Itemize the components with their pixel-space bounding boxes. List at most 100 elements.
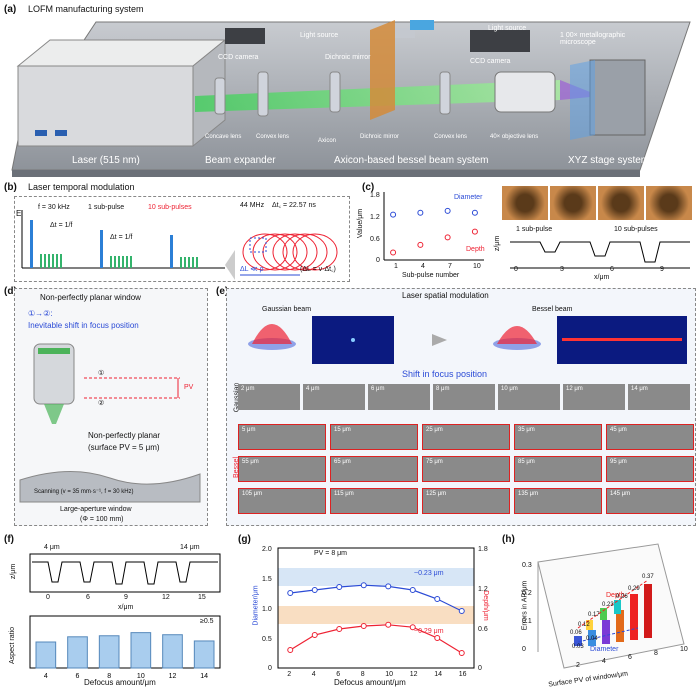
h-ztick: 0.1	[522, 618, 532, 625]
bessel-cell: 105 μm	[238, 488, 326, 514]
dt-label-2: Δt = 1/f	[110, 234, 133, 241]
d-mark-2: ②	[98, 400, 105, 407]
gauss-cell-label: 14 μm	[631, 386, 648, 392]
f-category-0: 4	[44, 673, 48, 680]
g-point-1-2	[336, 626, 343, 632]
crater-3	[598, 186, 644, 220]
objective-illustration	[19, 343, 201, 503]
crater-1	[502, 186, 548, 220]
g-y2label: Depth/μm	[481, 590, 489, 621]
panel-b-label: (b)	[4, 182, 17, 193]
h-diam: Diameter	[590, 646, 619, 653]
gauss-cell: 6 μm	[368, 384, 430, 410]
mhz-label: 44 MHz	[240, 202, 265, 209]
beam-profiles	[248, 316, 687, 364]
g-point-1-1	[311, 632, 318, 638]
panel-e-label: (e)	[216, 286, 229, 297]
c-xtick2-1: 3	[560, 266, 564, 273]
d-np: Non-perfectly planar	[88, 431, 161, 440]
d-title: Non-perfectly planar window	[40, 293, 141, 302]
gauss-cell-label: 6 μm	[371, 386, 385, 392]
g-y2tick-3: 0	[478, 665, 482, 672]
bessel-cell: 145 μm	[606, 488, 694, 514]
part-dichroic-mirror-2: Dichroic mirror	[360, 134, 399, 140]
part-ccd-camera-1: CCD camera	[218, 54, 259, 61]
part-microscope: 1 00× metallographic microscope	[560, 32, 626, 46]
bessel-cell: 135 μm	[514, 488, 602, 514]
e-axis-label: E	[16, 209, 22, 218]
panel-c: (c) Value/μm Sub-pulse number 1.8 1.2 0.…	[354, 180, 700, 282]
g-ytick-0: 2.0	[262, 546, 272, 553]
panel-d: (d) Non-perfectly planar window ①→②: Ine…	[0, 284, 210, 530]
caption-beam-expander: Beam expander	[205, 155, 276, 166]
f-category-3: 10	[137, 673, 145, 680]
c-z-label: z/μm	[494, 235, 502, 252]
gauss-cell-label: 8 μm	[436, 386, 450, 392]
panel-g: (g) Diameter/μm Depth/μm Defocus amount/…	[234, 532, 496, 689]
e-title: Laser spatial modulation	[402, 291, 489, 300]
c-ytick-2: 0.6	[370, 236, 380, 243]
g-point-0-0	[287, 590, 294, 596]
part-convex-lens-2: Convex lens	[434, 134, 468, 140]
g-y2tick-2: 0.6	[478, 626, 488, 633]
crater-2	[550, 186, 596, 220]
f-xtick-4: 15	[198, 594, 206, 601]
bessel-cell-label: 105 μm	[242, 491, 263, 497]
g-xtick: 2	[287, 671, 292, 678]
gauss-cell-label: 2 μm	[241, 386, 255, 392]
c-point-0-2	[444, 207, 451, 214]
bessel-cell: 65 μm	[330, 456, 418, 482]
bessel-cell: 85 μm	[514, 456, 602, 482]
dtc-label: Δt꜀ = 22.57 ns	[272, 202, 316, 209]
bessel-cell-label: 5 μm	[242, 427, 256, 433]
temporal-box	[14, 196, 350, 282]
panel-h: (h) Errors in AR/μm Surface PV of window…	[498, 532, 700, 689]
d-mark-1: ①	[98, 370, 105, 377]
d-scan: Scanning (v = 35 mm·s⁻¹, f = 30 kHz)	[34, 489, 134, 495]
g-point-0-3	[360, 582, 367, 589]
gauss-cell-label: 10 μm	[501, 386, 518, 392]
h-xtick: 2	[576, 662, 580, 669]
pulse-train	[21, 210, 338, 280]
lofm-system-illustration	[11, 20, 691, 177]
c-point-0-3	[471, 209, 478, 216]
gauss-cell: 12 μm	[563, 384, 625, 410]
bessel-cell: 125 μm	[422, 488, 510, 514]
f-z: z/μm	[10, 563, 18, 580]
g-point-0-7	[458, 608, 465, 614]
crater-4	[646, 186, 692, 220]
g-xlabel: Defocus amount/μm	[334, 678, 406, 687]
g-xtick: 8	[360, 671, 365, 678]
bessel-cell-label: 135 μm	[518, 491, 539, 497]
g-point-0-4	[385, 583, 392, 590]
g-point-0-2	[336, 584, 343, 590]
bessel-cell-label: 95 μm	[610, 459, 627, 465]
gauss-cell: 8 μm	[433, 384, 495, 410]
f-bar-0	[35, 641, 57, 669]
bessel-cell: 35 μm	[514, 424, 602, 450]
bessel-cell-label: 65 μm	[334, 459, 351, 465]
h-value-label: 0.04	[586, 636, 598, 642]
dl2-label: (ΔL = ν·Δt꜀)	[300, 266, 336, 273]
part-convex-lens-1: Convex lens	[256, 134, 290, 140]
gauss-cell-label: 12 μm	[566, 386, 583, 392]
part-light-source-2: Light source	[488, 25, 527, 32]
bessel-cell-label: 25 μm	[426, 427, 443, 433]
g-point-1-5	[409, 624, 416, 631]
gauss-cell: 4 μm	[303, 384, 365, 410]
h-value-label: 0.23	[602, 602, 614, 608]
f-xlabel: Defocus amount/μm	[84, 678, 156, 687]
panel-b: (b) Laser temporal modulation	[0, 180, 352, 282]
bessel-cell: 75 μm	[422, 456, 510, 482]
f-bar-1	[67, 636, 88, 669]
f-l14: 14 μm	[180, 544, 200, 551]
panel-a-label: (a)	[4, 4, 17, 15]
bessel-cell: 25 μm	[422, 424, 510, 450]
c-ytick-0: 1.8	[370, 192, 380, 199]
panel-b-title: Laser temporal modulation	[28, 182, 135, 192]
f-category-1: 6	[76, 673, 80, 680]
f-bar-5	[193, 640, 215, 669]
f-category-5: 14	[200, 673, 208, 680]
